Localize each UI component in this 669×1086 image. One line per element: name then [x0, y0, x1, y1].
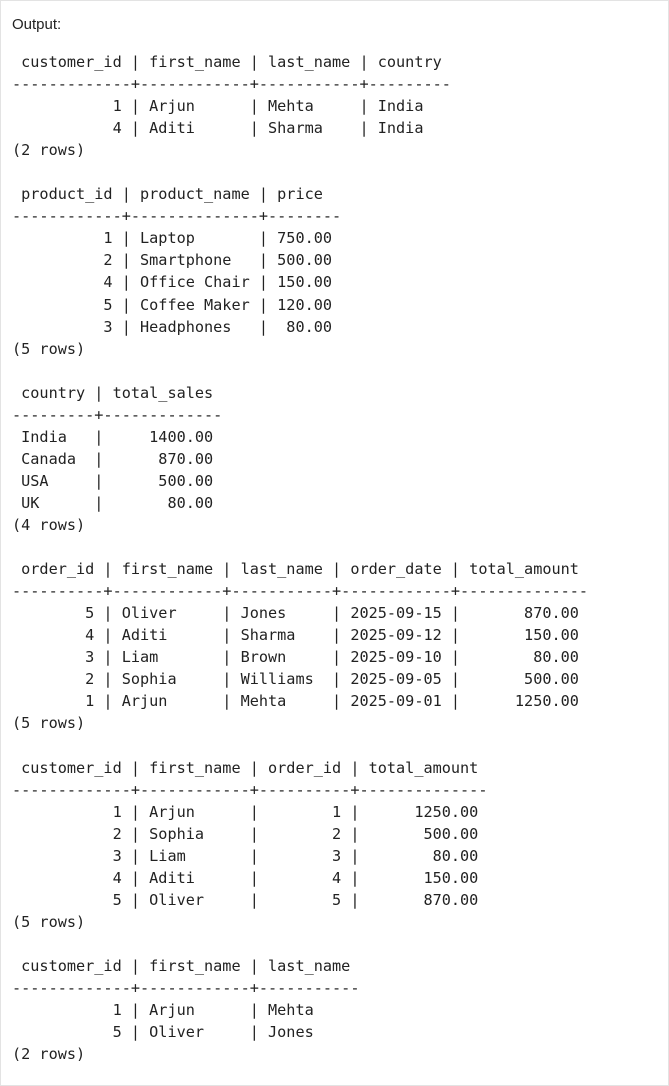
result-line: 1 | Arjun | 1 | 1250.00 — [12, 802, 479, 821]
result-line: 1 | Arjun | Mehta | India — [12, 97, 424, 116]
result-line: ----------+------------+-----------+----… — [12, 582, 589, 601]
result-line: 5 | Coffee Maker | 120.00 — [12, 295, 333, 314]
result-line: product_id | product_name | price — [12, 185, 323, 204]
result-line: 4 | Aditi | Sharma | 2025-09-12 | 150.00 — [12, 626, 579, 645]
result-line: ---------+------------- — [12, 405, 223, 424]
result-line: 5 | Oliver | Jones | 2025-09-15 | 870.00 — [12, 604, 579, 623]
result-line: 2 | Smartphone | 500.00 — [12, 251, 333, 270]
result-line: UK | 80.00 — [12, 493, 214, 512]
result-line: Canada | 870.00 — [12, 449, 214, 468]
result-line: country | total_sales — [12, 383, 214, 402]
result-line: (5 rows) — [12, 714, 86, 733]
result-line: 1 | Arjun | Mehta | 2025-09-01 | 1250.00 — [12, 692, 579, 711]
result-line: ------------+--------------+-------- — [12, 207, 342, 226]
result-line: 3 | Headphones | 80.00 — [12, 317, 333, 336]
result-line: 1 | Arjun | Mehta — [12, 1001, 314, 1020]
result-line: 2 | Sophia | 2 | 500.00 — [12, 824, 479, 843]
result-line: -------------+------------+----------+--… — [12, 780, 488, 799]
result-line: 4 | Office Chair | 150.00 — [12, 273, 333, 292]
result-line: customer_id | first_name | last_name | c… — [12, 53, 442, 71]
result-line: 2 | Sophia | Williams | 2025-09-05 | 500… — [12, 670, 579, 689]
result-line: 1 | Laptop | 750.00 — [12, 229, 333, 248]
result-line: 4 | Aditi | Sharma | India — [12, 119, 424, 138]
result-line: 3 | Liam | 3 | 80.00 — [12, 846, 479, 865]
query-results: customer_id | first_name | last_name | c… — [12, 51, 588, 1065]
result-line: -------------+------------+----------- — [12, 978, 360, 997]
result-line: customer_id | first_name | last_name — [12, 956, 351, 975]
result-line: India | 1400.00 — [12, 427, 214, 446]
result-line: (5 rows) — [12, 339, 86, 358]
result-line: USA | 500.00 — [12, 471, 214, 490]
result-line: (2 rows) — [12, 1045, 86, 1064]
result-line: customer_id | first_name | order_id | to… — [12, 758, 479, 777]
result-line: (4 rows) — [12, 515, 86, 534]
result-line: 3 | Liam | Brown | 2025-09-10 | 80.00 — [12, 648, 579, 667]
result-line: (5 rows) — [12, 912, 86, 931]
result-line: -------------+------------+-----------+-… — [12, 75, 451, 94]
result-line: order_id | first_name | last_name | orde… — [12, 560, 579, 579]
result-line: 5 | Oliver | Jones — [12, 1023, 314, 1042]
output-label: Output: — [12, 16, 62, 33]
result-line: (2 rows) — [12, 141, 86, 160]
result-line: 5 | Oliver | 5 | 870.00 — [12, 890, 479, 909]
result-line: 4 | Aditi | 4 | 150.00 — [12, 868, 479, 887]
